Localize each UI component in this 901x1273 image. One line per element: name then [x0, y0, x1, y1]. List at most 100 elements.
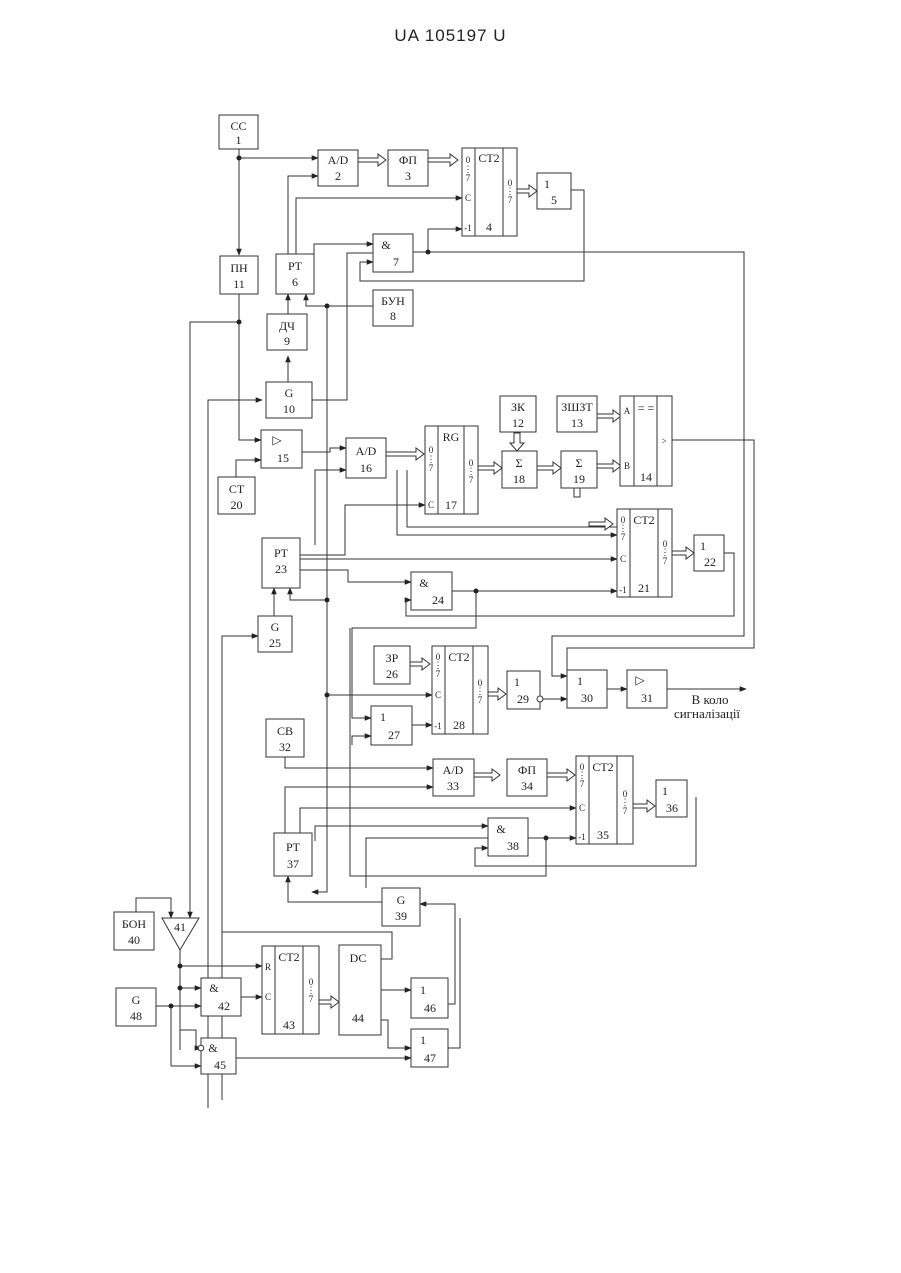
- pin-label: 7: [508, 195, 513, 205]
- block-register-17: RG 0 ⋮ 7 C 0 ⋮ 7 17: [425, 426, 478, 514]
- block-dch-9: ДЧ 9: [267, 314, 307, 350]
- output-label-line2: сигналізації: [674, 706, 740, 721]
- block-label: CT2: [633, 513, 654, 527]
- block-number: 33: [447, 779, 459, 793]
- block-generator-39: G 39: [382, 888, 420, 926]
- block-label: ДЧ: [279, 319, 295, 333]
- block-number: 32: [279, 740, 291, 754]
- block-number: 13: [571, 416, 583, 430]
- block-label: БУН: [381, 294, 405, 308]
- block-pt-6: PT 6: [276, 254, 314, 294]
- block-number: 7: [393, 255, 399, 269]
- block-zshzt-13: ЗШЗТ 13: [557, 396, 597, 432]
- block-label: A/D: [328, 153, 349, 167]
- pin-label: C: [265, 992, 271, 1002]
- block-label: 1: [544, 177, 550, 191]
- block-number: 1: [236, 133, 242, 147]
- block-number: 8: [390, 309, 396, 323]
- pin-label: -1: [578, 832, 586, 842]
- pin-label: B: [624, 461, 630, 471]
- block-and-42: & 42: [201, 978, 241, 1016]
- block-and-7: & 7: [373, 234, 413, 272]
- block-label: CC: [230, 119, 246, 133]
- block-label: = =: [638, 401, 655, 415]
- block-number: 3: [405, 169, 411, 183]
- block-label: PT: [274, 546, 289, 560]
- block-number: 2: [335, 169, 341, 183]
- block-number: 24: [432, 593, 444, 607]
- block-label: CT2: [478, 151, 499, 165]
- block-adc-33: A/D 33: [433, 759, 474, 796]
- block-number: 39: [395, 909, 407, 923]
- block-ct-20: CT 20: [218, 477, 255, 514]
- block-label: ▷: [272, 433, 282, 447]
- block-number: 11: [233, 277, 245, 291]
- block-label: Σ: [576, 456, 583, 470]
- pin-label: 7: [436, 669, 441, 679]
- block-pt-37: PT 37: [274, 833, 312, 876]
- pin-label: R: [265, 962, 271, 972]
- block-label: 1: [662, 784, 668, 798]
- block-zk-12: ЗК 12: [500, 396, 536, 432]
- block-label: ФП: [518, 763, 536, 777]
- block-number: 26: [386, 667, 398, 681]
- block-number: 18: [513, 472, 525, 486]
- block-label: Σ: [516, 456, 523, 470]
- block-pt-23: PT 23: [262, 538, 300, 588]
- block-label: CT2: [592, 760, 613, 774]
- block-label: RG: [443, 430, 460, 444]
- block-number: 44: [352, 1011, 364, 1025]
- block-label: &: [209, 981, 219, 995]
- block-or-5: 1 5: [537, 173, 571, 209]
- pin-label: -1: [434, 721, 442, 731]
- block-label: G: [285, 386, 294, 400]
- block-number: 45: [214, 1058, 226, 1072]
- block-decoder-44: DC 44: [339, 945, 381, 1035]
- block-number: 17: [445, 498, 457, 512]
- block-number: 15: [277, 451, 289, 465]
- block-amplifier-31: ▷ 31: [627, 670, 667, 708]
- block-number: 19: [573, 472, 585, 486]
- block-label: ФП: [399, 153, 417, 167]
- block-fp-3: ФП 3: [388, 150, 428, 186]
- block-label: A/D: [356, 444, 377, 458]
- block-number: 47: [424, 1051, 436, 1065]
- block-number: 27: [388, 728, 400, 742]
- block-counter-28: CT2 0 ⋮ 7 C -1 0 ⋮ 7 28: [432, 646, 488, 734]
- pin-label: C: [465, 193, 471, 203]
- block-label: БОН: [122, 917, 146, 931]
- block-number: 31: [641, 691, 653, 705]
- block-bun-8: БУН 8: [373, 290, 413, 326]
- block-counter-35: CT2 0 ⋮ 7 C -1 0 ⋮ 7 35: [576, 756, 633, 844]
- block-number: 42: [218, 999, 230, 1013]
- block-number: 30: [581, 691, 593, 705]
- block-cc-1: CC 1: [219, 115, 258, 149]
- block-label: 1: [700, 539, 706, 553]
- block-label: 1: [420, 983, 426, 997]
- block-generator-48: G 48: [116, 988, 156, 1026]
- block-number: 4: [486, 220, 492, 234]
- block-number: 6: [292, 275, 298, 289]
- block-number: 46: [424, 1001, 436, 1015]
- block-number: 21: [638, 581, 650, 595]
- block-number: 12: [512, 416, 524, 430]
- block-and-38: & 38: [488, 818, 528, 856]
- block-label: 1: [420, 1033, 426, 1047]
- block-counter-43: CT2 R C 0 ⋮ 7 43: [262, 946, 319, 1034]
- block-number: 20: [231, 498, 243, 512]
- block-label: 1: [514, 675, 520, 689]
- pin-label: C: [620, 554, 626, 564]
- block-label: ЗШЗТ: [561, 400, 593, 414]
- block-or-27: 1 27: [371, 706, 412, 745]
- block-or-29: 1 29: [507, 671, 543, 709]
- block-label: &: [208, 1041, 218, 1055]
- block-bon-40: БОН 40: [114, 912, 154, 950]
- block-or-30: 1 30: [567, 670, 607, 708]
- pin-label: 7: [478, 695, 483, 705]
- block-adc-2: A/D 2: [318, 150, 358, 186]
- block-number: 40: [128, 933, 140, 947]
- block-adder-19: Σ 19: [561, 451, 597, 488]
- block-or-22: 1 22: [694, 535, 724, 571]
- pin-label: -1: [619, 585, 627, 595]
- block-or-36: 1 36: [656, 780, 687, 817]
